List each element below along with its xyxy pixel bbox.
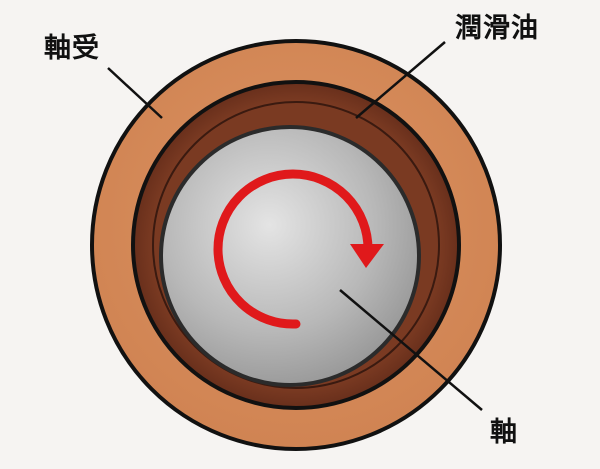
lubricant-label: 潤滑油 bbox=[455, 13, 539, 44]
clockwise-rotation-arrow-icon bbox=[213, 169, 373, 329]
shaft-leader-line bbox=[339, 289, 483, 411]
lubricant-gap-outline bbox=[152, 101, 440, 389]
rotation-arrowhead-icon bbox=[350, 244, 384, 268]
shaft-disc bbox=[159, 125, 421, 387]
bearing-label: 軸受 bbox=[44, 33, 100, 64]
lubricant-leader-line bbox=[355, 41, 446, 119]
bearing-leader-line bbox=[107, 67, 163, 119]
shaft-label: 軸 bbox=[490, 417, 518, 448]
